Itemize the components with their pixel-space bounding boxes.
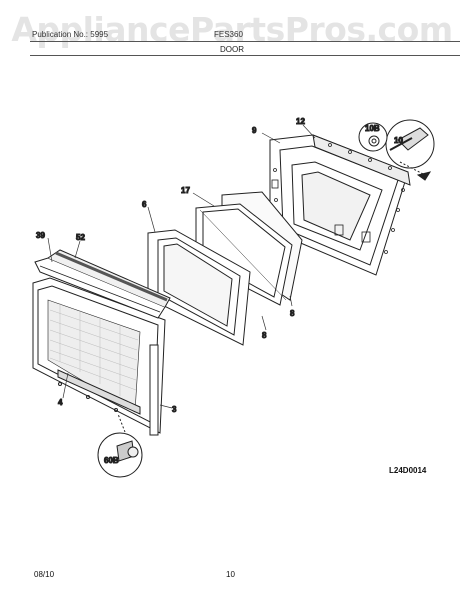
label-part-8-lower: 8 (262, 331, 267, 340)
label-part-52: 52 (76, 233, 85, 242)
footer-date: 08/10 (34, 570, 55, 579)
screw-bubble-60b (97, 413, 143, 478)
label-part-10b: 10B (365, 124, 380, 133)
outer-door-panel (32, 277, 166, 436)
label-part-8-upper: 8 (290, 309, 295, 318)
header-rule (30, 41, 460, 42)
leader-lines (47, 124, 316, 409)
label-part-9: 9 (252, 126, 257, 135)
hinge-screw-bubble (385, 119, 435, 181)
washer-bubble (358, 122, 388, 152)
label-part-3: 3 (172, 405, 177, 414)
label-part-60b: 60B (104, 456, 119, 465)
model-number: FES360 (214, 30, 243, 39)
section-title: DOOR (220, 45, 244, 54)
label-part-17: 17 (181, 186, 190, 195)
inner-door-liner (269, 134, 411, 276)
footer-page-number: 10 (226, 570, 235, 579)
door-handle (34, 249, 171, 319)
label-part-39: 39 (36, 231, 45, 240)
publication-number: Publication No.: 5995 (32, 30, 109, 39)
door-frame (147, 229, 251, 346)
header-rule-bottom (30, 55, 460, 56)
label-part-10: 10 (394, 136, 403, 145)
label-part-4: 4 (58, 398, 63, 407)
watermark-text: AppliancePartsPros.com (11, 10, 453, 49)
label-part-6: 6 (142, 200, 147, 209)
diagram-code: L24D0014 (389, 466, 427, 475)
label-part-12: 12 (296, 117, 305, 126)
